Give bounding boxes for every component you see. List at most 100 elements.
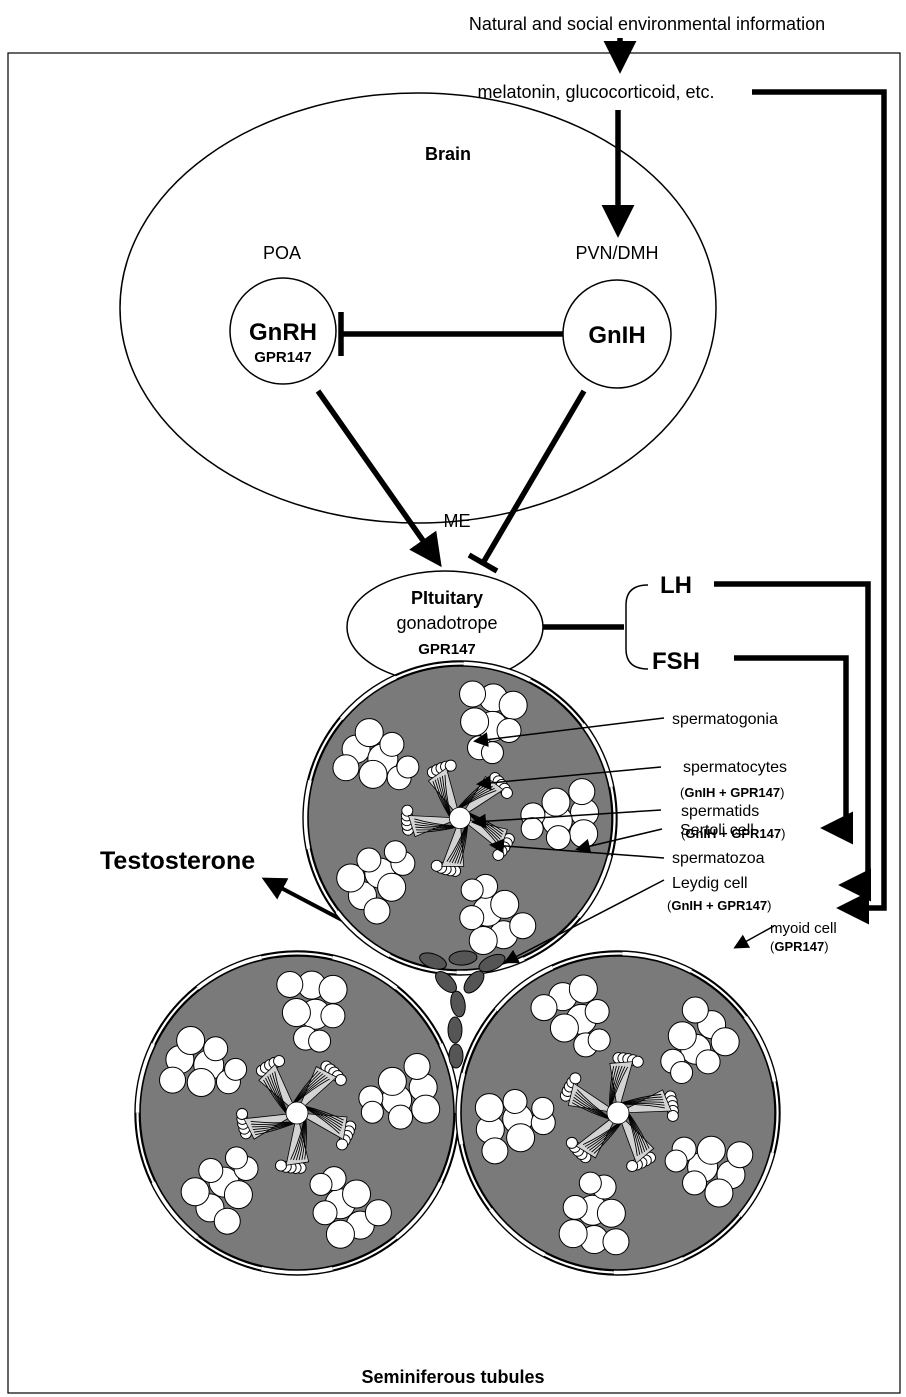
myoid-cell-inner (771, 1081, 779, 1154)
pituitary-receptor-label: GPR147 (418, 641, 476, 658)
pvn-dmh-label: PVN/DMH (575, 243, 658, 263)
spermatid-cell (336, 1138, 348, 1151)
spermatozoon-tail (306, 1107, 343, 1126)
germ-cell (704, 1178, 734, 1208)
poa-label: POA (263, 243, 301, 263)
germ-cell (474, 1093, 504, 1123)
germ-cell (360, 1100, 384, 1124)
spermatid-cell (236, 1108, 249, 1120)
spermatozoon-tail (628, 1113, 648, 1151)
pituitary-title: PItuitary (411, 588, 483, 608)
myoid-cell-inner (395, 987, 442, 1045)
spermatozoon-tail (457, 825, 468, 864)
spermatozoon-tail (290, 1121, 305, 1160)
spermatozoa-label: spermatozoa (672, 850, 765, 867)
spermatid-cell (666, 1109, 679, 1122)
germ-cell (377, 1066, 407, 1096)
germ-cell (459, 680, 487, 708)
melatonin-glucocorticoid-label: melatonin, glucocorticoid, etc. (477, 82, 714, 102)
germ-cell (710, 1027, 740, 1057)
germ-cell (198, 1158, 224, 1184)
spermatozoon-tail (444, 774, 451, 814)
lumen-wedge (617, 1089, 672, 1114)
germ-cell (388, 1104, 414, 1130)
spermatozoon-tail (622, 1096, 663, 1104)
spermatozoon-tail (298, 1120, 306, 1161)
lumen-wedge (575, 1112, 619, 1159)
myoid-cell-inner (608, 786, 616, 857)
seminiferous-tubule (302, 660, 618, 976)
fsh-to-sertoli-arrow (734, 655, 854, 845)
spermatozoon-tail (415, 826, 455, 831)
germ-cell (569, 819, 599, 849)
myoid-cell-inner (307, 848, 338, 913)
seminiferous-tubules-title: Seminiferous tubules (361, 1367, 544, 1387)
spermatozoon-tail (294, 1074, 326, 1103)
leydig-cell (448, 1043, 464, 1069)
myoid-cell-inner (136, 1112, 155, 1183)
germ-cell (481, 1137, 509, 1165)
spermatozoon-tail (267, 1075, 287, 1113)
germ-cell (509, 912, 537, 940)
myoid-cell-inner (152, 987, 199, 1045)
spermatozoon-tail (271, 1072, 287, 1111)
germ-cell (602, 1228, 630, 1256)
germ-cell (480, 741, 504, 765)
spermatid-cell (569, 1072, 582, 1085)
spermatozoon-tail (461, 789, 497, 808)
germ-cell (541, 787, 571, 817)
spermatozoon-tail (306, 1107, 342, 1129)
spermatozoon-tail (623, 1101, 664, 1105)
gnrh-to-pituitary-arrow (315, 389, 442, 568)
lumen-wedge (609, 1061, 634, 1114)
myoid-cell-inner (389, 954, 457, 974)
spermatozoon-tail (255, 1123, 294, 1136)
spermatozoon-tail (292, 1070, 319, 1103)
spermatozoon-tail (610, 1065, 623, 1105)
spermatozoon-tail (460, 787, 495, 808)
myoid-cell-inner (544, 1253, 614, 1274)
germ-cell (520, 817, 544, 841)
seminiferous-tubules-group (134, 660, 781, 1276)
spermatocytes-leader (476, 766, 662, 791)
gnrh-receptor-label: GPR147 (254, 349, 312, 366)
spermatozoon-tail (628, 1115, 641, 1155)
germ-cell (186, 1068, 216, 1098)
spermatid-cell (444, 759, 457, 772)
spermatozoon-tail (263, 1079, 287, 1114)
spermatozoon-tail (628, 1113, 650, 1149)
spermatogonia-leader (473, 717, 665, 747)
spermatozoon-tail (624, 1103, 665, 1109)
spermatozoon-tail (414, 821, 454, 827)
germ-cell (358, 759, 388, 789)
spermatid-cell (631, 1055, 644, 1068)
spermatozoon-tail (305, 1106, 344, 1124)
spermatozoon-tail (608, 1066, 615, 1107)
lumen-wedge (296, 1112, 348, 1141)
germ-cell (587, 1028, 611, 1052)
germ-cell (377, 872, 407, 902)
germ-cell (312, 1200, 338, 1226)
gnrh-neuron-circle (229, 277, 337, 385)
lh-label: LH (660, 572, 692, 599)
spermatozoon-tail (432, 781, 450, 817)
spermatozoon-tail (459, 825, 469, 864)
spermatozoon-tail (295, 1076, 328, 1103)
spermatozoon-tail (609, 1065, 617, 1106)
spermatogonia-label: spermatogonia (672, 711, 778, 728)
germ-cell (396, 755, 420, 779)
spermatozoon-tail (295, 1120, 306, 1161)
spermatozoon-tail (621, 1093, 662, 1104)
germ-cell (364, 1199, 392, 1227)
spermatid-cell (626, 1160, 639, 1173)
spermatocytes-label: spermatocytes (683, 759, 787, 776)
spermatozoon-tail (610, 1066, 626, 1105)
lh-to-leydig-arrow (714, 581, 872, 902)
gnih-label: GnIH (588, 322, 645, 349)
spermatozoon-tail (306, 1108, 341, 1132)
tubule-lumen (606, 1101, 630, 1125)
spermatozoon-tail (441, 775, 451, 815)
myoid-cell-inner (523, 916, 580, 960)
spermatozoon-tail (611, 1066, 629, 1105)
spermatid-cell (334, 1073, 347, 1086)
